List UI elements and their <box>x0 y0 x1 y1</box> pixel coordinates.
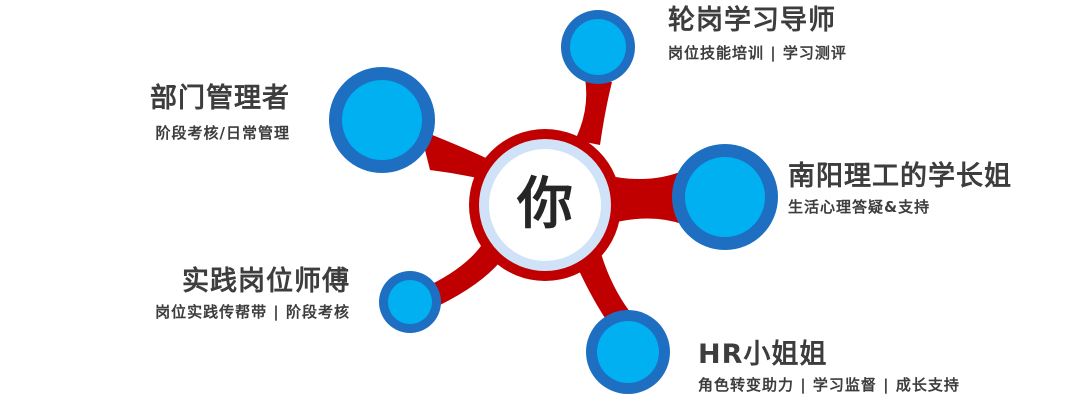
node-circle-practice-master <box>379 271 441 333</box>
node-subtitle: 生活心理答疑&支持 <box>788 198 931 216</box>
node-subtitle: 角色转变助力 | 学习监督 | 成长支持 <box>698 376 960 394</box>
center-label: 你 <box>517 172 573 237</box>
label-practice-master: 实践岗位师傅 岗位实践传帮带 | 阶段考核 <box>120 265 350 323</box>
connector-senior-alumni <box>605 170 685 225</box>
connector-rotation-mentor <box>575 78 612 145</box>
node-circle-senior-alumni <box>672 144 778 250</box>
node-circle-rotation-mentor <box>561 10 635 84</box>
node-subtitle: 岗位实践传帮带 | 阶段考核 <box>155 303 350 321</box>
node-title: 实践岗位师傅 <box>182 266 350 297</box>
node-circle-dept-manager <box>329 67 435 173</box>
node-title: 部门管理者 <box>150 83 290 114</box>
connector-practice-master <box>430 240 500 305</box>
label-hr-sister: HR小姐姐 角色转变助力 | 学习监督 | 成长支持 <box>698 338 960 396</box>
node-title: 南阳理工的学长姐 <box>788 161 1012 192</box>
hub <box>469 129 621 281</box>
label-dept-manager: 部门管理者 阶段考核/日常管理 <box>120 82 290 144</box>
node-circle-hr-sister <box>586 310 670 394</box>
node-subtitle: 阶段考核/日常管理 <box>155 124 290 142</box>
node-title: HR小姐姐 <box>698 339 828 370</box>
node-subtitle: 岗位技能培训 | 学习测评 <box>668 44 847 62</box>
node-title: 轮岗学习导师 <box>668 5 836 36</box>
label-senior-alumni: 南阳理工的学长姐 生活心理答疑&支持 <box>788 160 1012 218</box>
label-rotation-mentor: 轮岗学习导师 岗位技能培训 | 学习测评 <box>668 4 847 64</box>
